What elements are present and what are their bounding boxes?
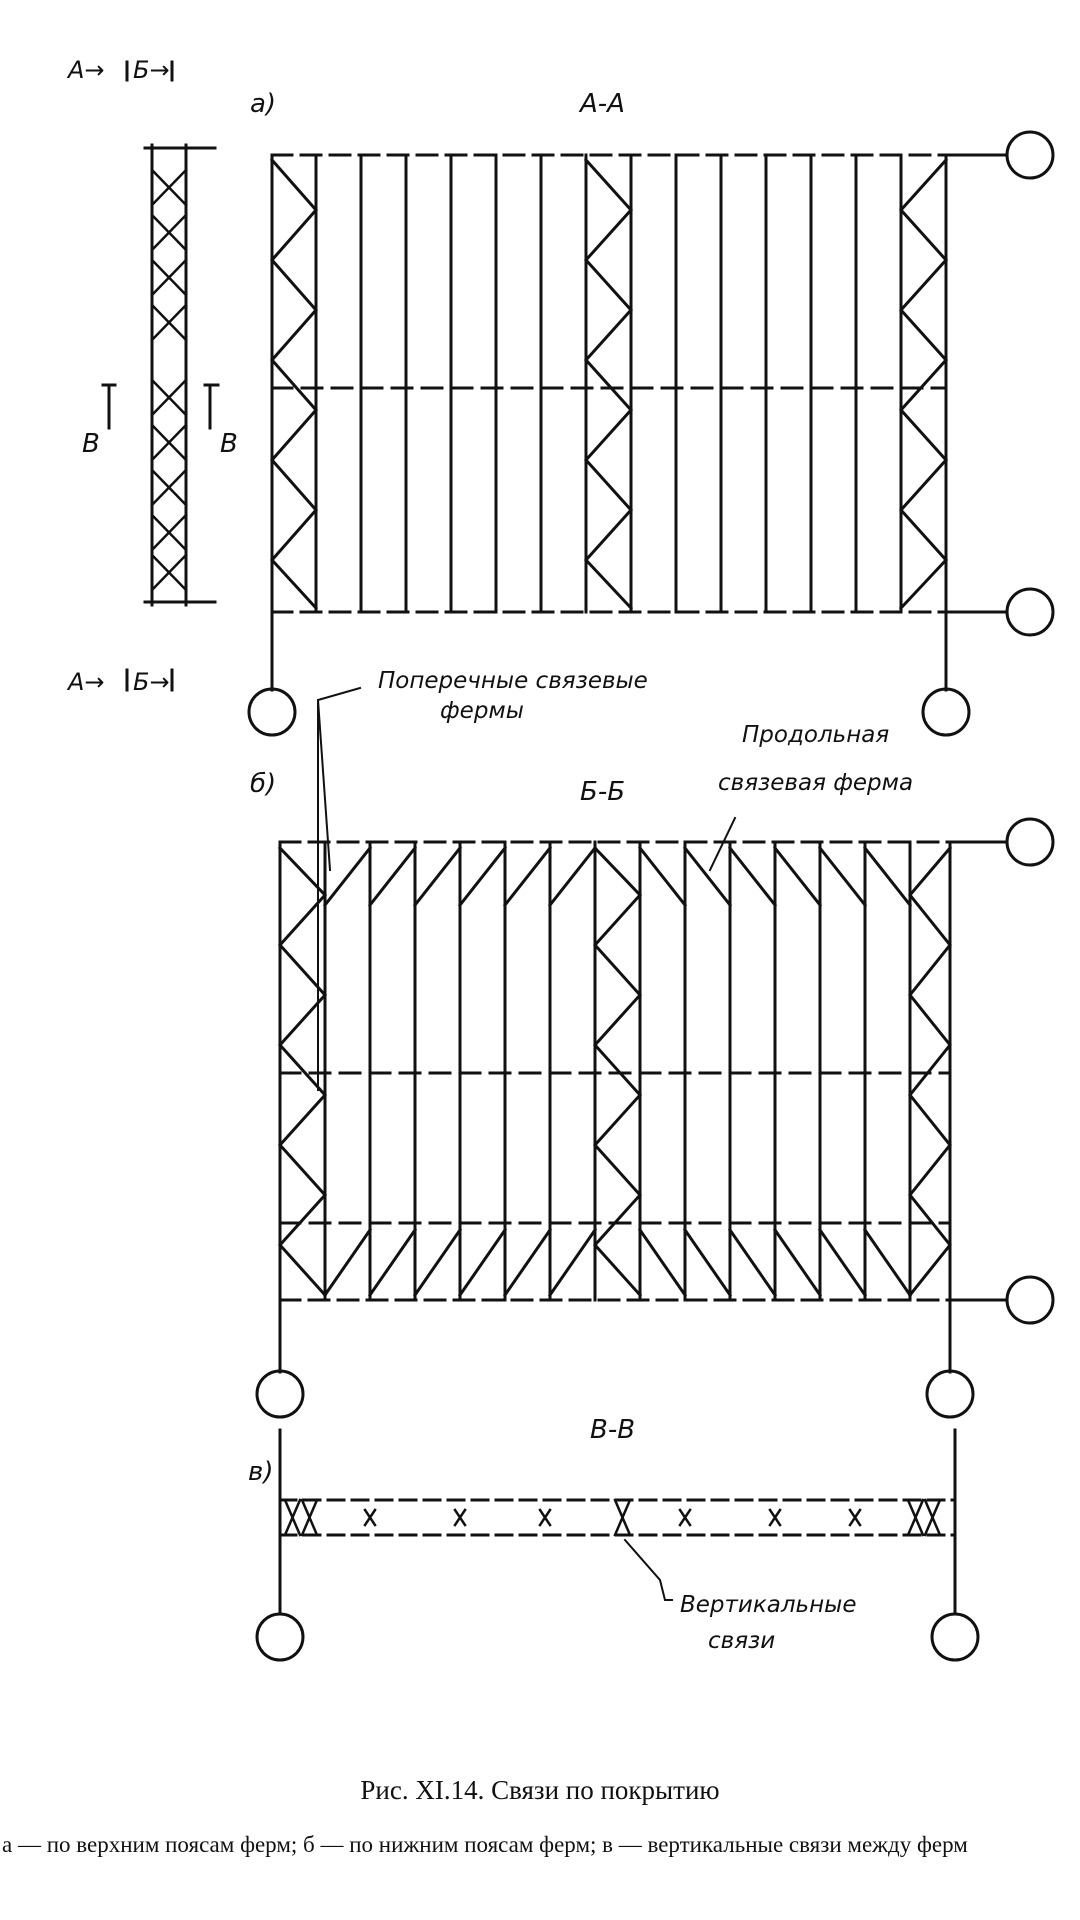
vertical-bracing-label-line2: связи — [708, 1628, 775, 1654]
cut-label-a-top: А→ — [66, 56, 105, 84]
column-axis-marker — [1005, 817, 1055, 867]
column-axis-marker — [255, 1369, 305, 1419]
panel-a-plan — [269, 153, 1007, 692]
transverse-trusses-label-line1: Поперечные связевые — [378, 668, 648, 694]
transverse-trusses-label-line2: фермы — [440, 698, 524, 724]
column-axis-marker — [1005, 130, 1055, 180]
cut-label-b-top: Б→ — [133, 56, 170, 84]
column-axis-marker — [921, 687, 971, 737]
panel-v-elevation — [278, 1428, 957, 1614]
section-vv-title: В-В — [590, 1415, 635, 1445]
column-axis-marker — [1005, 1275, 1055, 1325]
column-axis-marker — [247, 687, 297, 737]
column-axis-marker — [255, 1612, 305, 1662]
column-axis-marker — [925, 1369, 975, 1419]
vertical-bracing-label-line1: Вертикальные — [680, 1592, 856, 1618]
column-axis-marker — [930, 1612, 980, 1662]
longitudinal-truss-label-line1: Продольная — [742, 722, 889, 748]
panel-b-letter: б) — [250, 769, 276, 799]
panel-a-letter: а) — [250, 89, 276, 119]
figure-subcaption: а — по верхним поясам ферм; б — по нижни… — [2, 1832, 968, 1857]
longitudinal-truss-label-line2: связевая ферма — [718, 770, 913, 796]
figure-caption: Рис. XI.14. Связи по покрытию — [360, 1775, 720, 1805]
cut-label-a-bottom: А→ — [66, 668, 105, 696]
cut-label-b-bottom: Б→ — [133, 668, 170, 696]
cut-label-v-left: В — [82, 429, 100, 459]
panel-b-plan — [277, 686, 1007, 1374]
panel-v-letter: в) — [248, 1457, 273, 1487]
section-bb-title: Б-Б — [580, 777, 625, 807]
side-view — [101, 60, 220, 692]
section-aa-title: А-А — [578, 89, 625, 119]
column-axis-marker — [1005, 587, 1055, 637]
cut-label-v-right: В — [220, 429, 238, 459]
